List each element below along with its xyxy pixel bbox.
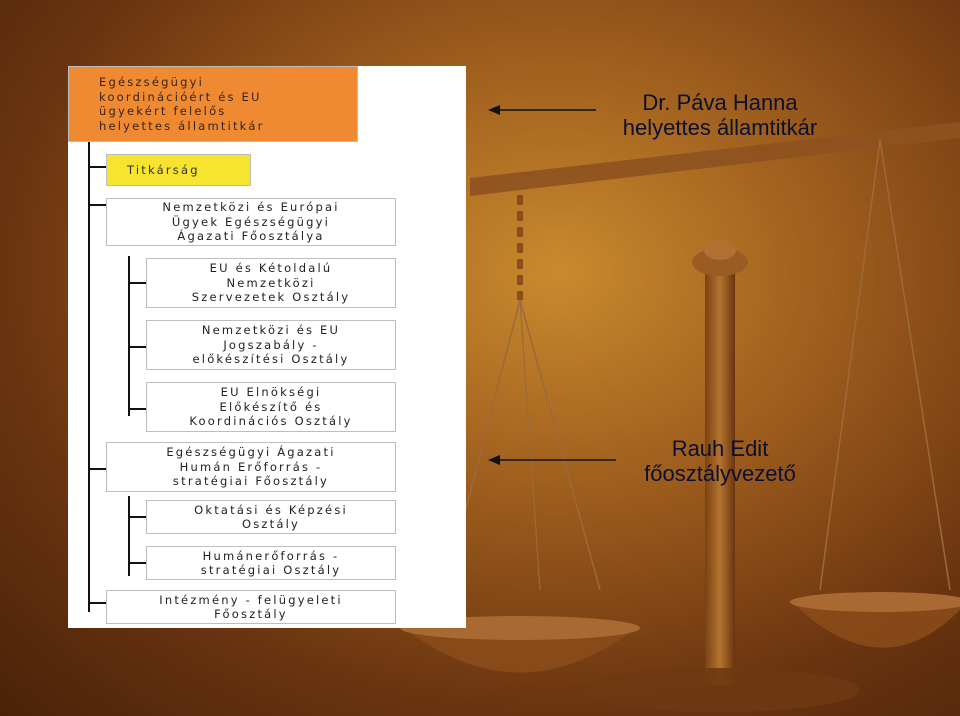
education-box: Oktatási és Képzési Osztály: [146, 500, 396, 534]
education-label: Oktatási és Képzési Osztály: [194, 502, 348, 532]
connector-hr-sub: [128, 496, 130, 576]
connector-intl-law: [128, 346, 146, 348]
secretariat-label: Titkárság: [127, 162, 200, 177]
state-secretary-box: Egészségügyi koordinációért és EU ügyeké…: [68, 66, 358, 142]
connector-secretariat: [88, 166, 106, 168]
intl-eu-dept-box: Nemzetközi és Európai Ügyek Egészségügyi…: [106, 198, 396, 246]
person2-annotation: Rauh Edit főosztályvezető: [620, 436, 820, 486]
state-secretary-label: Egészségügyi koordinációért és EU ügyeké…: [99, 75, 265, 133]
hr-strategy-label: Humánerőforrás - stratégiai Osztály: [200, 548, 342, 578]
hr-dept-box: Egészségügyi Ágazati Humán Erőforrás - s…: [106, 442, 396, 492]
person2-name: Rauh Edit: [671, 436, 769, 461]
connector-supervision: [88, 602, 106, 604]
arrow-left-icon-1: [488, 105, 596, 115]
connector-intl-sub: [128, 256, 130, 416]
secretariat-box: Titkárság: [106, 154, 251, 186]
connector-education: [128, 516, 146, 518]
connector-presidency: [128, 408, 146, 410]
hr-dept-label: Egészségügyi Ágazati Humán Erőforrás - s…: [166, 445, 336, 489]
person2-title: főosztályvezető: [644, 461, 796, 486]
eu-presidency-label: EU Elnökségi Előkészítő és Koordinációs …: [189, 385, 353, 429]
connector-intl: [88, 204, 106, 206]
intl-law-label: Nemzetközi és EU Jogszabály - előkészíté…: [192, 323, 350, 367]
connector-hr: [88, 468, 106, 470]
eu-bilateral-label: EU és Kétoldalú Nemzetközi Szervezetek O…: [191, 261, 351, 305]
hr-strategy-box: Humánerőforrás - stratégiai Osztály: [146, 546, 396, 580]
person1-annotation: Dr. Páva Hanna helyettes államtitkár: [600, 90, 840, 140]
intl-law-box: Nemzetközi és EU Jogszabály - előkészíté…: [146, 320, 396, 370]
supervision-box: Intézmény - felügyeleti Főosztály: [106, 590, 396, 624]
connector-eu-bilateral: [128, 282, 146, 284]
eu-bilateral-box: EU és Kétoldalú Nemzetközi Szervezetek O…: [146, 258, 396, 308]
org-chart-panel: Egészségügyi koordinációért és EU ügyeké…: [68, 66, 466, 628]
supervision-label: Intézmény - felügyeleti Főosztály: [159, 592, 343, 622]
person1-title: helyettes államtitkár: [622, 115, 818, 140]
intl-eu-dept-label: Nemzetközi és Európai Ügyek Egészségügyi…: [162, 200, 340, 244]
eu-presidency-box: EU Elnökségi Előkészítő és Koordinációs …: [146, 382, 396, 432]
connector-hr-strategy: [128, 562, 146, 564]
arrow-left-icon-2: [488, 455, 616, 465]
person1-name: Dr. Páva Hanna: [642, 90, 798, 115]
connector-main: [88, 142, 90, 612]
